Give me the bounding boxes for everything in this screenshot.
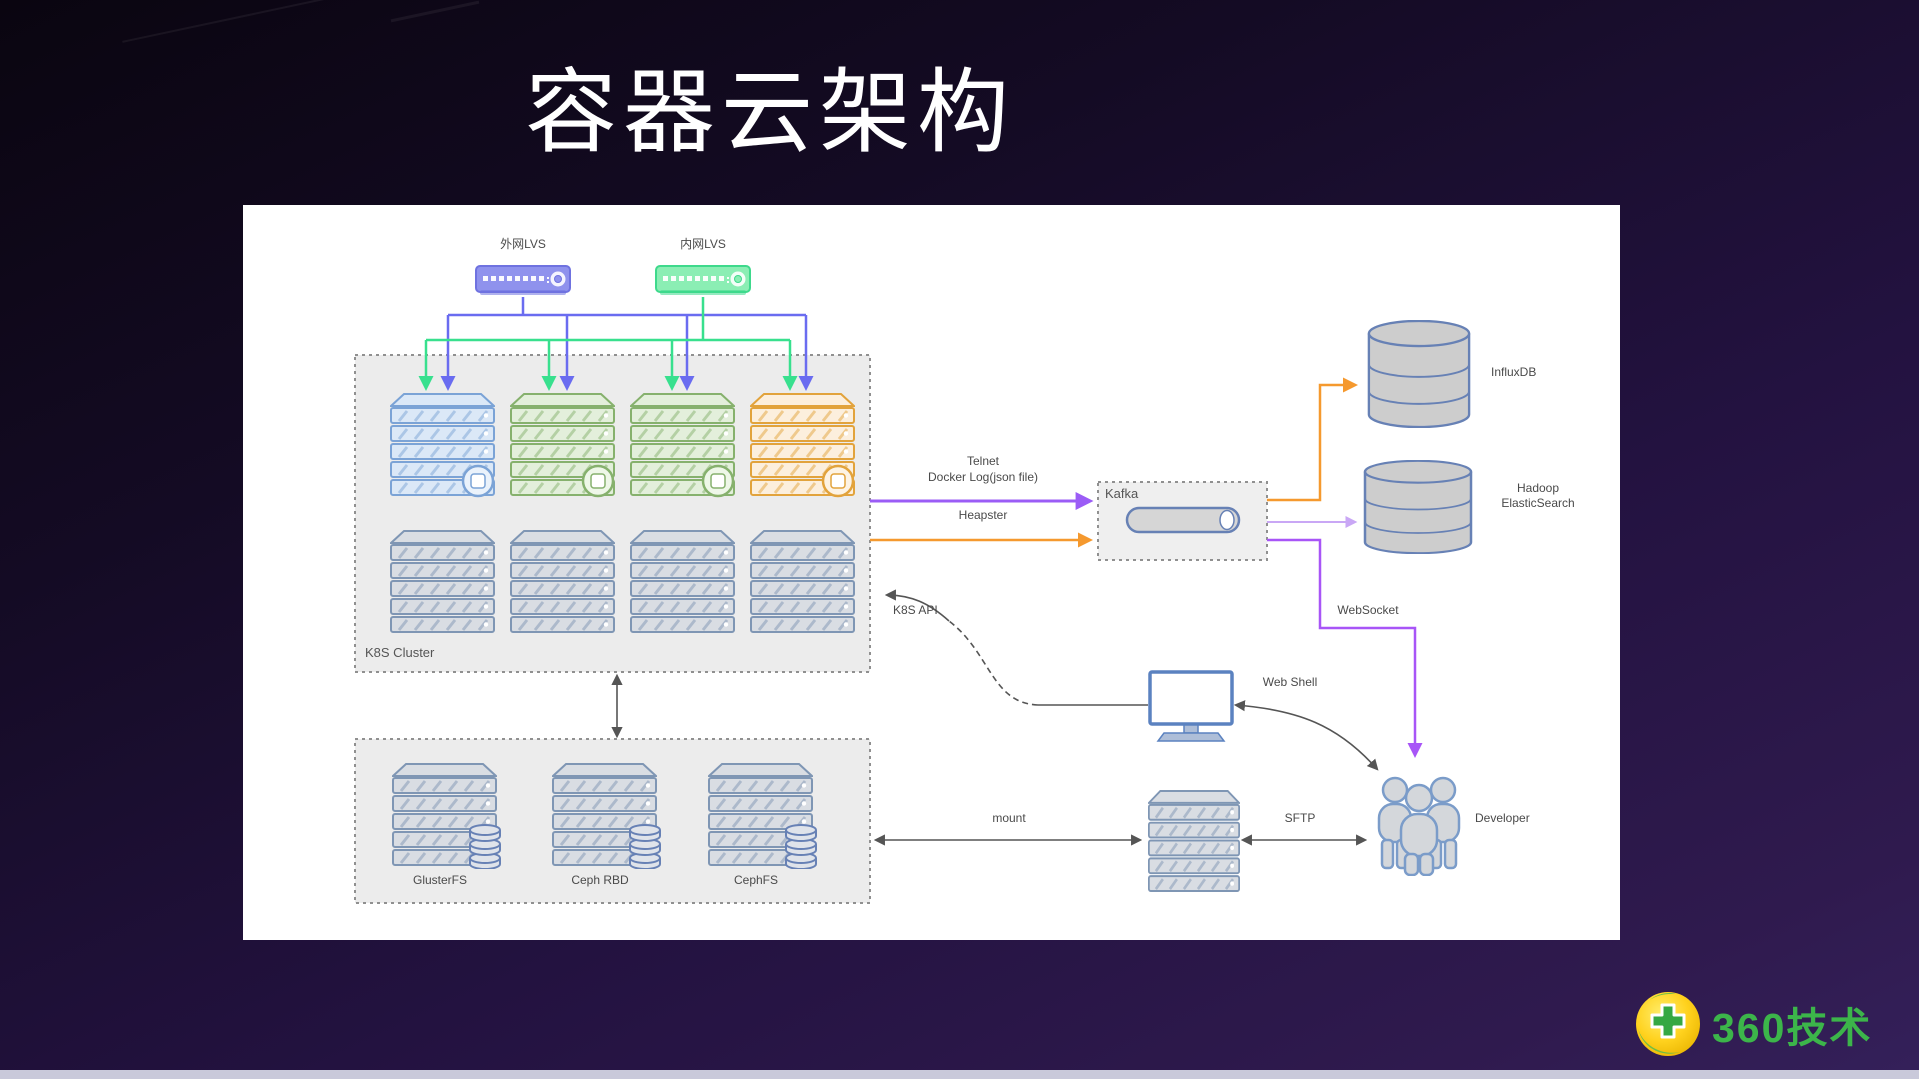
influxdb-label: InfluxDB: [1491, 365, 1537, 379]
influxdb-database-icon: [1367, 320, 1471, 428]
mount-edge-label: mount: [992, 811, 1026, 825]
k8s-api-edge-label: K8S API: [893, 603, 938, 617]
kafka-to-developer-arrow: [1267, 538, 1423, 758]
k8s-cluster-label: K8S Cluster: [365, 645, 435, 660]
glusterfs-label: GlusterFS: [412, 873, 468, 887]
internal-lvs-label: 内网LVS: [680, 237, 726, 251]
kafka-to-influxdb-arrow: [1267, 377, 1358, 502]
logs-edge-sublabel: Docker Log(json file): [927, 470, 1039, 484]
ceph-rbd-label: Ceph RBD: [571, 873, 629, 887]
disk-stack-icon: [629, 824, 661, 869]
metrics-edge-label: Heapster: [958, 508, 1008, 522]
external-lvs-label: 外网LVS: [500, 237, 546, 251]
web-shell-monitor-icon: [1148, 670, 1234, 742]
360-logo-icon: [1636, 992, 1700, 1056]
hadoop-label: Hadoop: [1516, 481, 1560, 495]
diagram-panel: 外网LVS 内网LVS K8S Cluster Telnet Docker Lo…: [243, 205, 1620, 940]
logs-edge-label: Telnet: [966, 454, 1000, 468]
elasticsearch-label: ElasticSearch: [1501, 496, 1575, 510]
container-badge-icon: [461, 464, 855, 498]
cephfs-label: CephFS: [733, 873, 779, 887]
server-icon: [1149, 791, 1239, 891]
developer-label: Developer: [1475, 811, 1530, 825]
web-shell-arrow: [1233, 700, 1379, 771]
developer-icon: [1377, 776, 1461, 876]
disk-stack-icon: [469, 824, 501, 869]
server-icon: [511, 531, 614, 632]
server-icon: [631, 531, 734, 632]
external-lvs-icon: [475, 265, 571, 296]
background-streak: [122, 0, 338, 43]
k8s-api-arrow: [884, 589, 1148, 706]
server-icon: [391, 531, 494, 632]
external-lvs-links: [440, 297, 814, 391]
kafka-label: Kafka: [1105, 486, 1139, 501]
internal-lvs-icon: [655, 265, 751, 296]
background-streak: [390, 0, 480, 23]
brand-logo: 360技术: [1634, 990, 1872, 1058]
bottom-strip: [0, 1070, 1919, 1079]
kafka-queue-icon: [1125, 506, 1241, 534]
page-title: 容器云架构: [524, 62, 1016, 164]
subscribe-edge-label: WebSocket: [1337, 603, 1399, 617]
internal-lvs-links: [418, 297, 798, 391]
web-shell-edge-label: Web Shell: [1262, 675, 1318, 689]
brand-logo-text: 360技术: [1712, 1005, 1873, 1051]
architecture-diagram: [354, 265, 1473, 904]
sftp-edge-label: SFTP: [1284, 811, 1316, 825]
hadoop-es-database-icon: [1363, 460, 1473, 554]
server-icon: [751, 531, 854, 632]
disk-stack-icon: [785, 824, 817, 869]
